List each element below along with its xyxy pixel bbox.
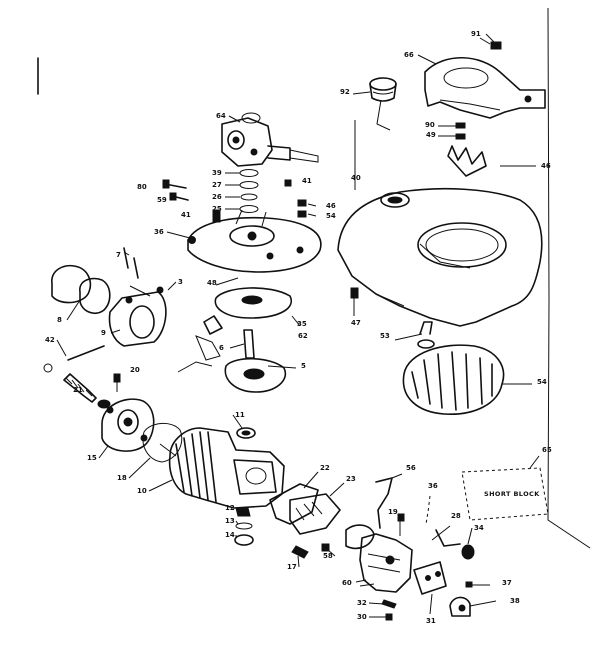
callout-56: 56 xyxy=(406,464,416,472)
callout-39: 39 xyxy=(212,169,222,177)
fuel-pump xyxy=(345,524,413,593)
callout-49: 49 xyxy=(426,131,436,139)
clip-37 xyxy=(465,581,490,588)
callout-6: 6 xyxy=(219,344,224,352)
gasket-stack xyxy=(212,169,307,223)
callout-54: 54 xyxy=(537,378,547,386)
callout-46: 46 xyxy=(541,162,551,170)
callout-38: 38 xyxy=(510,597,520,605)
flywheel xyxy=(394,321,532,415)
callout-8: 8 xyxy=(57,316,62,324)
callout-20: 20 xyxy=(130,366,140,374)
bolt-91 xyxy=(479,37,502,50)
callout-labels: 9166929049466439272625414180593646544073… xyxy=(45,30,552,625)
callout-30: 30 xyxy=(357,613,367,621)
page-edge xyxy=(547,7,591,549)
carburetor xyxy=(221,112,319,167)
screws-90-49 xyxy=(455,122,466,140)
callout-58: 58 xyxy=(323,552,333,560)
callout-11: 11 xyxy=(235,411,245,419)
callout-17: 17 xyxy=(287,563,297,571)
washer-11 xyxy=(236,427,256,439)
crankcase-cover xyxy=(187,209,322,273)
callout-7: 7 xyxy=(116,251,121,259)
callout-53: 53 xyxy=(380,332,390,340)
callout-19: 19 xyxy=(388,508,398,516)
callout-59: 59 xyxy=(157,196,167,204)
callout-92: 92 xyxy=(340,88,350,96)
callout-13: 13 xyxy=(225,517,235,525)
callout-48: 48 xyxy=(207,279,217,287)
bracket-46 xyxy=(447,145,536,177)
callout-12: 12 xyxy=(225,504,235,512)
callout-42: 42 xyxy=(45,336,55,344)
callout-90: 90 xyxy=(425,121,435,129)
connecting-rod-assembly xyxy=(177,315,297,393)
callout-41: 41 xyxy=(181,211,191,219)
callout-60: 60 xyxy=(342,579,352,587)
callout-23: 23 xyxy=(346,475,356,483)
callout-40: 40 xyxy=(351,174,361,182)
fuel-line xyxy=(375,473,403,529)
callout-3: 3 xyxy=(178,278,183,286)
callout-47: 47 xyxy=(351,319,361,327)
callout-36: 36 xyxy=(154,228,164,236)
gasket-18 xyxy=(142,423,183,463)
callout-46: 46 xyxy=(326,202,336,210)
callout-31: 31 xyxy=(426,617,436,625)
callout-32: 32 xyxy=(357,599,367,607)
callout-36: 36 xyxy=(428,482,438,490)
spring-28 xyxy=(425,495,461,547)
bearing-plate xyxy=(101,398,155,452)
leader-lines xyxy=(56,33,540,618)
callout-22: 22 xyxy=(320,464,330,472)
callout-41: 41 xyxy=(302,177,312,185)
clip-19 xyxy=(397,513,405,536)
callout-10: 10 xyxy=(137,487,147,495)
callout-14: 14 xyxy=(225,531,235,539)
screw-20 xyxy=(113,373,121,392)
muffler-gasket xyxy=(51,264,111,315)
callout-27: 27 xyxy=(212,181,222,189)
cylinder-block xyxy=(159,427,285,509)
callout-65: 65 xyxy=(542,446,552,454)
screws-80-59 xyxy=(162,179,189,201)
screws-32-30 xyxy=(381,599,397,621)
muffler-studs xyxy=(123,247,151,297)
callout-35: 35 xyxy=(297,320,307,328)
bracket-31 xyxy=(413,561,447,595)
callout-5: 5 xyxy=(301,362,306,370)
screw-47 xyxy=(350,287,359,316)
starter-cup xyxy=(352,77,397,131)
callout-28: 28 xyxy=(451,512,461,520)
callout-80: 80 xyxy=(137,183,147,191)
callout-9: 9 xyxy=(101,329,106,337)
callout-18: 18 xyxy=(117,474,127,482)
callout-91: 91 xyxy=(471,30,481,38)
muffler-body xyxy=(108,286,167,347)
spark-plug xyxy=(63,373,111,409)
blower-housing xyxy=(337,120,543,327)
reed-plate xyxy=(214,277,301,327)
callout-34: 34 xyxy=(474,524,484,532)
cap-38 xyxy=(449,596,471,617)
callout-54: 54 xyxy=(326,212,336,220)
callout-37: 37 xyxy=(502,579,512,587)
callout-66: 66 xyxy=(404,51,414,59)
callout-25: 25 xyxy=(212,205,222,213)
callout-62: 62 xyxy=(298,332,308,340)
callout-64: 64 xyxy=(216,112,226,120)
short-block-label: SHORT BLOCK xyxy=(484,490,540,498)
callout-26: 26 xyxy=(212,193,222,201)
washers-12-14 xyxy=(234,507,254,546)
callout-21: 21 xyxy=(73,386,83,394)
cap-34 xyxy=(461,544,475,560)
push-rod xyxy=(43,345,105,373)
callout-15: 15 xyxy=(87,454,97,462)
intake-manifold xyxy=(269,483,341,559)
starter-housing xyxy=(424,56,546,119)
